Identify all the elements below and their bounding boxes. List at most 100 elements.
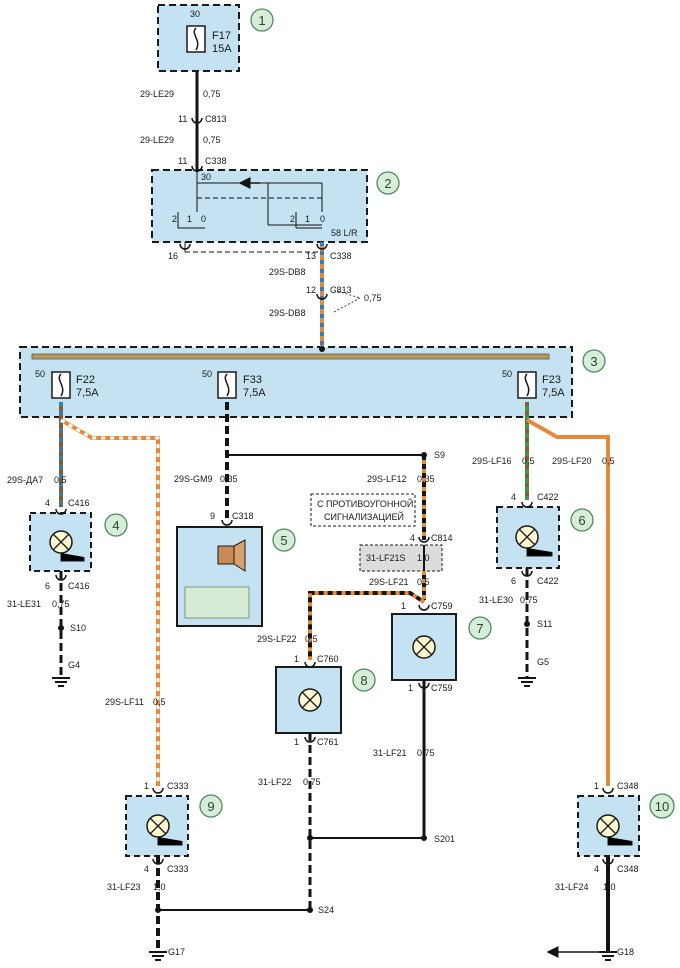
ground-symbols [52,677,617,961]
label-c761-pin: 1 [294,737,299,747]
label-s201: S201 [434,834,455,844]
lamp-icon-7 [412,635,436,659]
f23-rating: 7,5A [542,387,565,399]
label-c814: C814 [431,533,453,543]
callout-5: 5 [272,528,296,552]
label-w-31lf23: 31-LF23 [107,882,141,892]
lamp-icon-6 [515,525,539,549]
label-w-31lf22-size: 0,75 [303,777,321,787]
relay-left-contact-2: 2 [172,214,177,224]
label-g4: G4 [68,660,80,670]
label-w-29s-lf12: 29S-LF12 [367,474,407,484]
label-w-29s-lf11-size: 0,5 [153,697,166,707]
label-w-29s-lf12-size: 0,35 [417,474,435,484]
label-c759-pin-top: 1 [401,601,406,611]
label-c760-pin: 1 [294,654,299,664]
alarm-note-box [310,493,416,527]
f33-pin: 50 [202,369,212,379]
label-w-31lf21s-size: 1,0 [417,553,430,563]
label-c813: C813 [205,114,227,124]
label-w-29s-da7-size: 0,5 [54,475,67,485]
label-c813b-pin: 12 [306,285,316,295]
label-w-29s-db8-a: 29S-DB8 [269,267,306,277]
label-w-29s-lf20-size: 0,5 [602,456,615,466]
label-w-29s-lf21-size: 0,5 [417,577,430,587]
label-c338-pin-top: 11 [178,156,187,166]
label-c338-bottom: C338 [330,251,352,261]
wire-29s-lf22-stripe [308,591,426,660]
svg-text:3: 3 [590,354,597,369]
label-w-31lf24: 31-LF24 [555,882,589,892]
label-w-31lf24-size: 1,0 [603,882,616,892]
label-w-29s-gm9: 29S-GM9 [174,474,213,484]
label-s9: S9 [434,450,445,460]
callout-2: 2 [376,171,400,195]
svg-text:10: 10 [655,799,669,814]
alarm-note-line-2: СИГНАЛИЗАЦИЕЙ [324,511,404,522]
alarm-control-block [184,586,250,619]
fuse-symbol-f17 [186,25,206,53]
label-c348-top: C348 [617,781,639,791]
wire-29s-lf11-stripe [60,418,160,786]
label-w-31lf21s: 31-LF21S [366,553,406,563]
lamp-icon-10 [596,814,620,838]
label-c422-pin-bottom: 6 [511,576,516,586]
callout-1: 1 [250,8,274,32]
label-w-31lf21: 31-LF21 [373,748,407,758]
label-c348-pin-top: 1 [594,781,599,791]
relay-module [151,169,368,243]
label-c318: C318 [232,511,254,521]
label-w-29s-lf11: 29S-LF11 [105,697,144,707]
label-w-29le29-b: 29-LE29 [140,135,174,145]
label-c333-top: C333 [167,781,189,791]
label-w-29le29-a: 29-LE29 [140,89,174,99]
label-g18: G18 [617,947,634,957]
power-bus [31,353,550,360]
f17-pin: 30 [190,9,200,19]
label-c318-pin: 9 [210,511,215,521]
lamp-icon-8 [298,688,322,712]
lamp-icon-9 [146,814,170,838]
label-w-31lf23-size: 1,0 [153,882,166,892]
label-w-31lf22: 31-LF22 [258,777,292,787]
lamp-icon-4 [49,530,73,554]
svg-text:4: 4 [112,518,119,533]
splice-dots [58,346,530,913]
label-c338-pin16: 16 [168,251,178,261]
callout-7: 7 [468,616,492,640]
label-w-31lf21-size: 0,75 [417,748,435,758]
label-c338-pin13: 13 [306,251,316,261]
label-w-31le30: 31-LE30 [479,595,513,605]
label-w-31le31: 31-LE31 [7,599,41,609]
lamp-ground-ticks [60,548,633,846]
label-c348-bottom: C348 [617,864,639,874]
svg-text:6: 6 [578,513,585,528]
label-db8-size: 0,75 [364,293,382,303]
label-c422-pin-top: 4 [511,492,516,502]
wire-29s-lf20 [526,418,610,786]
label-c814-pin: 4 [410,533,415,543]
label-w-29s-lf16: 29S-LF16 [472,456,512,466]
label-w-29s-gm9-size: 0,35 [220,474,238,484]
label-w-29s-lf16-size: 0,5 [522,456,535,466]
callout-3: 3 [582,349,606,373]
relay-right-contact-0: 0 [320,214,325,224]
relay-right-contact-2: 2 [290,214,295,224]
svg-text:2: 2 [384,176,391,191]
fuse-panel [19,346,573,418]
callout-10: 10 [649,793,675,819]
label-w-29s-lf22-size: 0,5 [305,634,318,644]
label-w-29s-db8-b: 29S-DB8 [269,308,306,318]
alarm-speaker-icon [217,545,235,565]
label-c422-bottom: C422 [537,576,559,586]
label-w-29s-da7: 29S-ДА7 [7,475,43,485]
label-w-29le29-a-size: 0,75 [203,89,221,99]
callout-8: 8 [352,668,376,692]
label-c760: C760 [317,654,339,664]
f17-rating: 15A [212,43,232,55]
alarm-note-line-1: С ПРОТИВОУГОННОЙ [317,498,413,509]
label-c333-pin-top: 1 [144,781,149,791]
f22-rating: 7,5A [76,387,99,399]
svg-text:7: 7 [476,621,483,636]
f23-pin: 50 [502,369,512,379]
